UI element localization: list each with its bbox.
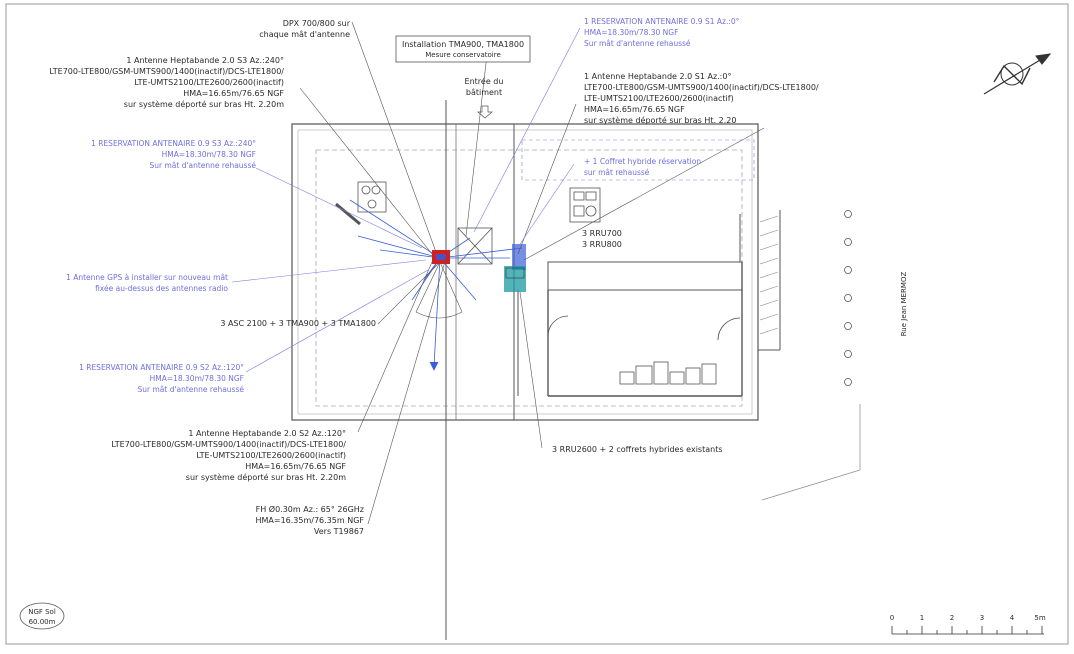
svg-text:LTE-UMTS2100/LTE2600/2600(inac: LTE-UMTS2100/LTE2600/2600(inactif) [196, 451, 346, 460]
stair-hatching [759, 215, 779, 335]
svg-text:Sur mât d'antenne rehaussé: Sur mât d'antenne rehaussé [584, 39, 691, 48]
svg-text:LTE700-LTE800/GSM-UMTS900/1400: LTE700-LTE800/GSM-UMTS900/1400(inactif)/… [111, 440, 346, 449]
svg-text:1 Antenne GPS à installer sur: 1 Antenne GPS à installer sur nouveau mâ… [66, 273, 228, 282]
svg-text:3 RRU700: 3 RRU700 [582, 229, 622, 238]
svg-text:1 Antenne Heptabande 2.0 S1 Az: 1 Antenne Heptabande 2.0 S1 Az.:0° [584, 72, 731, 81]
svg-text:HMA=16.65m/76.65 NGF: HMA=16.65m/76.65 NGF [245, 462, 346, 471]
coffret-reservation-label: + 1 Coffret hybride réservation sur mât … [584, 157, 701, 177]
install-note-line2: Mesure conservatoire [425, 51, 501, 59]
shelter-symbol-right [569, 187, 601, 223]
sheet-border [5, 3, 1069, 645]
dpx-label-line2: chaque mât d'antenne [259, 30, 350, 39]
antenna-cluster [432, 250, 450, 264]
install-note-box [395, 35, 531, 63]
svg-text:1 RESERVATION ANTENAIRE 0.9 S3: 1 RESERVATION ANTENAIRE 0.9 S3 Az.:240° [91, 139, 256, 148]
scale-tick-4: 4 [1010, 614, 1015, 622]
north-arrow-icon [983, 53, 1052, 95]
s1-antenna-label: 1 Antenne Heptabande 2.0 S1 Az.:0° LTE70… [584, 72, 819, 125]
svg-text:1 Antenne Heptabande 2.0 S3 Az: 1 Antenne Heptabande 2.0 S3 Az.:240° [126, 56, 284, 65]
svg-text:HMA=16.65m/76.65 NGF: HMA=16.65m/76.65 NGF [584, 105, 685, 114]
s2-antenna-label: 1 Antenne Heptabande 2.0 S2 Az.:120° LTE… [111, 429, 346, 482]
svg-text:+ 1 Coffret hybride réservatio: + 1 Coffret hybride réservation [584, 157, 701, 166]
svg-text:1 RESERVATION ANTENAIRE 0.9 S1: 1 RESERVATION ANTENAIRE 0.9 S1 Az.:0° [584, 17, 740, 26]
central-mast-box [457, 227, 493, 265]
svg-text:fixée au-dessus des antennes r: fixée au-dessus des antennes radio [95, 284, 228, 293]
shelter-symbol-left [357, 181, 387, 213]
rru2600-label: 3 RRU2600 + 2 coffrets hybrides existant… [552, 445, 723, 454]
s1-reservation-label: 1 RESERVATION ANTENAIRE 0.9 S1 Az.:0° HM… [584, 17, 740, 48]
svg-text:HMA=18.30m/78.30 NGF: HMA=18.30m/78.30 NGF [150, 374, 244, 383]
scale-tick-0: 0 [890, 614, 894, 622]
asc-tma-label: 3 ASC 2100 + 3 TMA900 + 3 TMA1800 [220, 319, 376, 328]
svg-text:HMA=16.35m/76.35m NGF: HMA=16.35m/76.35m NGF [255, 516, 364, 525]
ngf-badge-line1: NGF Sol [28, 608, 56, 616]
rru-label: 3 RRU700 3 RRU800 [582, 229, 622, 249]
scale-tick-3: 3 [980, 614, 984, 622]
svg-text:HMA=18.30m/78.30 NGF: HMA=18.30m/78.30 NGF [162, 150, 256, 159]
svg-text:Sur mât d'antenne rehaussé: Sur mât d'antenne rehaussé [137, 385, 244, 394]
sector-fan [415, 261, 463, 319]
ngf-badge-line2: 60.00m [29, 618, 56, 626]
svg-text:LTE700-LTE800/GSM-UMTS900/1400: LTE700-LTE800/GSM-UMTS900/1400(inactif)/… [49, 67, 284, 76]
street-boundary-line [761, 404, 861, 501]
s3-antenna-label: 1 Antenne Heptabande 2.0 S3 Az.:240° LTE… [49, 56, 284, 109]
svg-text:sur système déporté sur bras H: sur système déporté sur bras Ht. 2.20m [124, 99, 284, 109]
antenna-arms [349, 199, 523, 371]
s3-antenna-mount [335, 202, 361, 226]
street-label: Rue Jean MERMOZ [900, 272, 908, 337]
interior-walls [517, 200, 781, 397]
scale-tick-2: 2 [950, 614, 954, 622]
dpx-label-line1: DPX 700/800 sur [283, 19, 351, 28]
svg-text:1 RESERVATION ANTENAIRE 0.9 S2: 1 RESERVATION ANTENAIRE 0.9 S2 Az.:120° [79, 363, 244, 372]
rru-cluster [504, 244, 526, 292]
svg-text:FH Ø0.30m Az.: 65° 26GHz: FH Ø0.30m Az.: 65° 26GHz [256, 504, 364, 514]
s3-reservation-label: 1 RESERVATION ANTENAIRE 0.9 S3 Az.:240° … [91, 139, 256, 170]
svg-text:Sur mât d'antenne rehaussé: Sur mât d'antenne rehaussé [149, 161, 256, 170]
scale-tick-5: 5m [1034, 614, 1045, 622]
entrance-label-line2: bâtiment [466, 88, 502, 97]
svg-text:LTE-UMTS2100/LTE2600/2600(inac: LTE-UMTS2100/LTE2600/2600(inactif) [584, 94, 734, 103]
svg-text:LTE700-LTE800/GSM-UMTS900/1400: LTE700-LTE800/GSM-UMTS900/1400(inactif)/… [584, 83, 819, 92]
reservation-leader-lines [231, 27, 581, 373]
leader-lines [299, 21, 765, 525]
ngf-badge [19, 602, 65, 630]
svg-text:HMA=18.30m/78.30 NGF: HMA=18.30m/78.30 NGF [584, 28, 678, 37]
gps-antenna-label: 1 Antenne GPS à installer sur nouveau mâ… [66, 273, 228, 293]
svg-text:HMA=16.65m/76.65 NGF: HMA=16.65m/76.65 NGF [183, 89, 284, 98]
svg-text:LTE-UMTS2100/LTE2600/2600(inac: LTE-UMTS2100/LTE2600/2600(inactif) [134, 78, 284, 87]
svg-text:sur système déporté sur bras H: sur système déporté sur bras Ht. 2.20m [186, 472, 346, 482]
equipment-cabinets [619, 361, 717, 385]
entrance-arrow [477, 105, 493, 119]
svg-text:3 RRU800: 3 RRU800 [582, 240, 622, 249]
svg-text:1 Antenne Heptabande 2.0 S2 Az: 1 Antenne Heptabande 2.0 S2 Az.:120° [188, 429, 346, 438]
svg-text:sur mât rehaussé: sur mât rehaussé [584, 168, 650, 177]
roof-outline [291, 100, 759, 640]
scale-tick-1: 1 [920, 614, 924, 622]
install-note-line1: Installation TMA900, TMA1800 [402, 40, 524, 49]
scale-bar: 0 1 2 3 4 5m [890, 614, 1046, 635]
s2-reservation-label: 1 RESERVATION ANTENAIRE 0.9 S2 Az.:120° … [79, 363, 244, 394]
svg-text:sur système déporté sur bras H: sur système déporté sur bras Ht. 2.20 [584, 115, 736, 125]
entrance-label-line1: Entrée du [465, 76, 504, 86]
fh-link-label: FH Ø0.30m Az.: 65° 26GHz HMA=16.35m/76.3… [255, 504, 364, 536]
street-markers [844, 210, 852, 386]
svg-text:Vers T19867: Vers T19867 [314, 527, 364, 536]
